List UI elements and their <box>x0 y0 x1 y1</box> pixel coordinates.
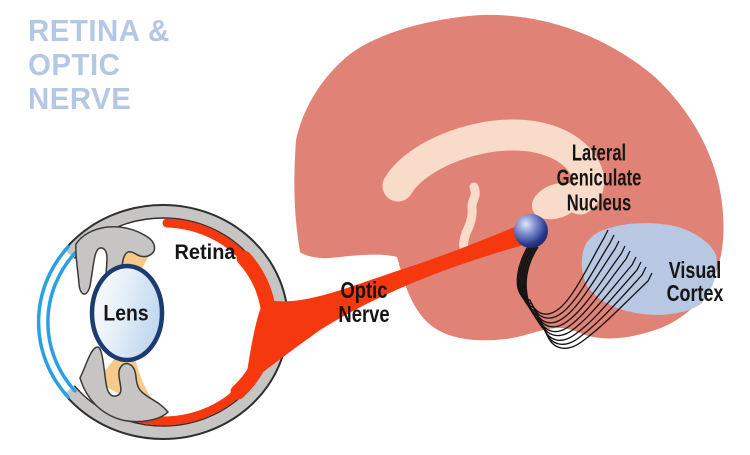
cornea-inner-arc <box>46 251 77 393</box>
optic-nerve-label: Optic Nerve <box>338 277 390 327</box>
title-line: RETINA & <box>28 13 170 48</box>
cornea-outer-arc <box>36 245 70 399</box>
brain-region <box>294 14 724 341</box>
corpus-callosum <box>382 119 605 215</box>
visual-cortex-label: Visual Cortex <box>666 257 724 306</box>
fornix-tail <box>459 182 480 253</box>
visual-cortex-region <box>581 223 717 315</box>
optic-nerve-band <box>245 222 531 386</box>
retina-label: Retina <box>174 240 236 264</box>
lgn-sphere <box>514 214 548 248</box>
splenium-blob <box>531 182 583 220</box>
title-line: NERVE <box>28 81 132 116</box>
lens-label: Lens <box>103 300 149 326</box>
lens-body <box>89 263 165 363</box>
optic-radiations <box>516 229 653 349</box>
page-title: RETINA & OPTIC NERVE <box>28 14 170 116</box>
lateral-geniculate-nucleus-label: Lateral Geniculate Nucleus <box>556 139 642 216</box>
eye-diagram <box>30 204 289 440</box>
ciliary-body-bottom <box>79 346 169 423</box>
cornea-gap-mask <box>30 245 78 399</box>
title-line: OPTIC <box>28 47 121 82</box>
